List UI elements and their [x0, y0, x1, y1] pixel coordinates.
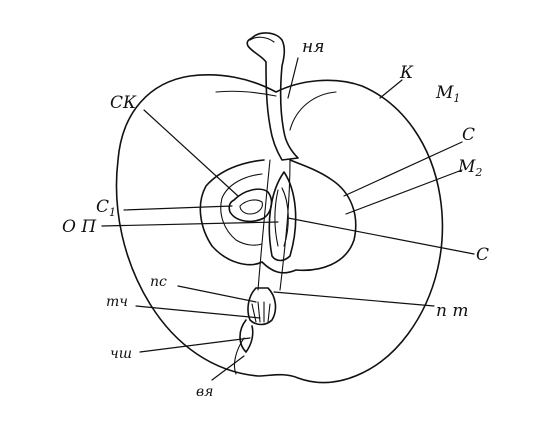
leader-chsh: [139, 337, 251, 353]
leader-s-upper: [343, 141, 463, 197]
leader-m2: [345, 169, 463, 215]
flesh-boundary-left: [215, 90, 277, 97]
core-lining: [220, 173, 263, 246]
label-m1-sub: 1: [453, 92, 460, 105]
label-s1-main: С: [96, 197, 109, 217]
label-m2-main: М: [457, 157, 476, 177]
stalk: [246, 32, 299, 161]
leader-tch: [135, 305, 261, 319]
seed: [239, 199, 263, 215]
label-k: К: [399, 63, 414, 83]
label-s-lower: С: [476, 245, 489, 265]
label-s1: С1: [96, 197, 116, 219]
leader-s1: [123, 205, 233, 211]
calyx-lobes: [239, 319, 254, 353]
label-nya: ня: [302, 37, 324, 57]
leader-pt: [273, 291, 435, 307]
leader-vya: [211, 355, 245, 381]
leader-k: [379, 79, 403, 99]
label-op: О П: [62, 217, 97, 237]
label-s1-sub: 1: [109, 206, 116, 219]
label-m1-main: М: [435, 83, 454, 103]
core-outline: [199, 159, 357, 274]
label-ps: пс: [150, 274, 167, 290]
central-axis-left: [257, 159, 271, 291]
stalk-tip: [249, 36, 275, 43]
leader-ps: [177, 285, 257, 303]
apple-outline: [115, 73, 444, 384]
calyx-tube: [247, 287, 277, 326]
leader-nya: [287, 57, 299, 99]
leader-op: [101, 221, 279, 227]
label-pt: п т: [436, 301, 468, 321]
central-seed-inner: [281, 187, 289, 247]
label-chsh: чш: [110, 346, 132, 362]
label-vya: вя: [196, 384, 213, 400]
calyx-cavity: [233, 337, 245, 375]
label-m2: М2: [457, 157, 482, 179]
label-m2-sub: 2: [474, 166, 482, 179]
label-tch: тч: [106, 294, 128, 310]
seed-chamber: [228, 188, 273, 223]
leader-s-lower: [287, 217, 475, 255]
central-axis-right: [279, 159, 291, 291]
stamen-remnants: [251, 301, 271, 323]
label-m1: М1: [435, 83, 460, 105]
leader-sk: [143, 109, 239, 197]
central-seed: [268, 171, 297, 262]
label-sk: СК: [110, 93, 137, 113]
label-s-upper: С: [462, 125, 475, 145]
flesh-boundary-right: [289, 91, 337, 131]
central-seed-inner-2: [274, 189, 279, 247]
